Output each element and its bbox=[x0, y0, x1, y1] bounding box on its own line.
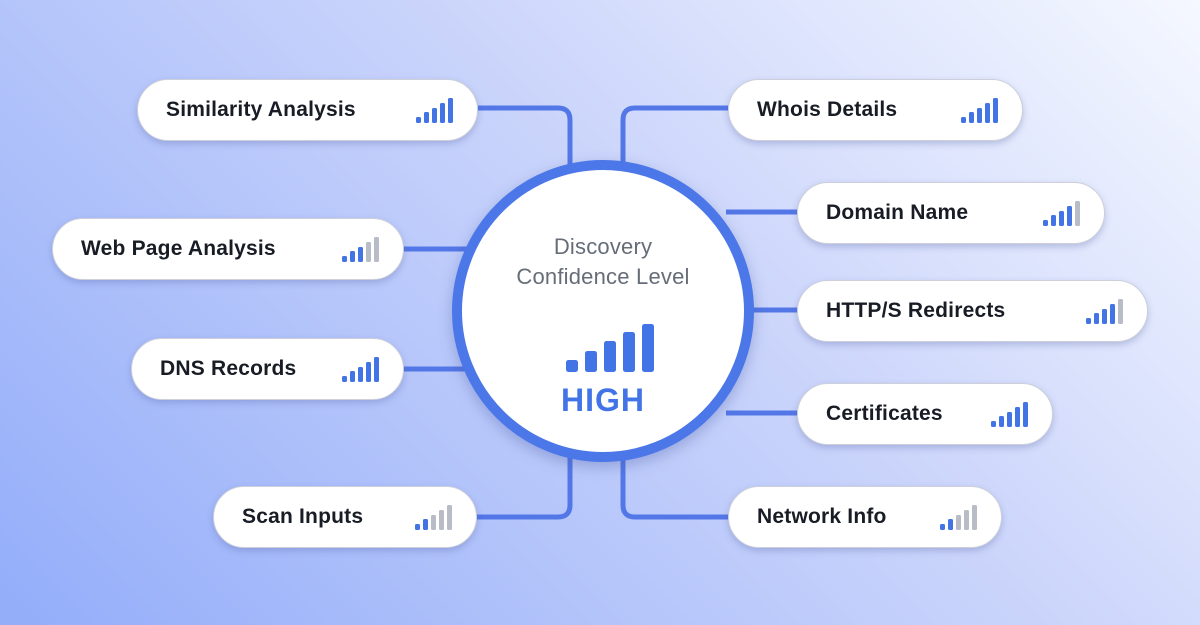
signal-bar-empty bbox=[447, 504, 452, 530]
signal-bar-empty bbox=[366, 241, 371, 262]
signal-strength-icon bbox=[940, 504, 977, 530]
signal-bar-filled bbox=[350, 250, 355, 262]
signal-bar-filled bbox=[448, 97, 453, 123]
signal-bar-filled bbox=[969, 111, 974, 123]
node-label: Similarity Analysis bbox=[166, 98, 356, 121]
signal-bar-empty bbox=[1118, 298, 1123, 324]
signal-bar-filled bbox=[1007, 411, 1012, 427]
signal-strength-icon bbox=[342, 356, 379, 382]
signal-bar-filled bbox=[1015, 406, 1020, 427]
signal-strength-icon bbox=[566, 324, 654, 372]
signal-strength-icon bbox=[415, 504, 452, 530]
node-scan-inputs: Scan Inputs bbox=[213, 486, 477, 548]
node-https-redirects: HTTP/S Redirects bbox=[797, 280, 1148, 342]
signal-bar-filled bbox=[1051, 214, 1056, 226]
node-label: DNS Records bbox=[160, 357, 297, 380]
confidence-level-value: HIGH bbox=[561, 382, 645, 418]
signal-strength-icon bbox=[991, 401, 1028, 427]
signal-bar-empty bbox=[1075, 200, 1080, 226]
signal-bar-empty bbox=[972, 504, 977, 530]
node-whois-details: Whois Details bbox=[728, 79, 1023, 141]
connector-scan-inputs bbox=[477, 445, 573, 520]
signal-bar-empty bbox=[956, 514, 961, 530]
signal-strength-icon bbox=[416, 97, 453, 123]
signal-bar-filled bbox=[604, 341, 616, 372]
node-label: Network Info bbox=[757, 505, 887, 528]
signal-bar-filled bbox=[585, 351, 597, 372]
node-label: Web Page Analysis bbox=[81, 237, 276, 260]
center-title-line1: Discovery bbox=[553, 234, 653, 259]
signal-bar-empty bbox=[374, 236, 379, 262]
signal-bar-filled bbox=[416, 116, 421, 123]
signal-bar-filled bbox=[1110, 303, 1115, 324]
signal-bar-filled bbox=[999, 415, 1004, 427]
signal-strength-icon bbox=[1043, 200, 1080, 226]
signal-bar-filled bbox=[358, 366, 363, 382]
node-label: Scan Inputs bbox=[242, 505, 364, 528]
connector-similarity-analysis bbox=[478, 105, 573, 178]
signal-bar-filled bbox=[374, 356, 379, 382]
signal-bar-filled bbox=[1086, 317, 1091, 324]
signal-bar-filled bbox=[424, 111, 429, 123]
signal-bar-empty bbox=[431, 514, 436, 530]
signal-bar-filled bbox=[350, 370, 355, 382]
center-title: Discovery Confidence Level bbox=[516, 232, 689, 292]
node-domain-name: Domain Name bbox=[797, 182, 1105, 244]
signal-bar-empty bbox=[439, 509, 444, 530]
signal-bar-filled bbox=[342, 255, 347, 262]
signal-bar-filled bbox=[432, 107, 437, 123]
signal-bar-filled bbox=[642, 324, 654, 372]
node-label: Certificates bbox=[826, 402, 943, 425]
connector-whois-details bbox=[620, 105, 728, 178]
signal-bar-filled bbox=[415, 523, 420, 530]
center-title-line2: Confidence Level bbox=[516, 264, 690, 289]
node-similarity-analysis: Similarity Analysis bbox=[137, 79, 478, 141]
node-label: Whois Details bbox=[757, 98, 898, 121]
signal-bar-filled bbox=[440, 102, 445, 123]
node-certificates: Certificates bbox=[797, 383, 1053, 445]
confidence-level-node: Discovery Confidence Level HIGH bbox=[452, 160, 754, 462]
signal-bar-filled bbox=[623, 332, 635, 372]
signal-bar-filled bbox=[1094, 312, 1099, 324]
signal-bar-filled bbox=[1043, 219, 1048, 226]
signal-bar-filled bbox=[985, 102, 990, 123]
signal-bar-empty bbox=[964, 509, 969, 530]
signal-bar-filled bbox=[1067, 205, 1072, 226]
node-label: Domain Name bbox=[826, 201, 969, 224]
node-dns-records: DNS Records bbox=[131, 338, 404, 400]
signal-bar-filled bbox=[940, 523, 945, 530]
signal-bar-filled bbox=[566, 360, 578, 372]
node-label: HTTP/S Redirects bbox=[826, 299, 1006, 322]
signal-bar-filled bbox=[358, 246, 363, 262]
connector-network-info bbox=[620, 445, 728, 520]
signal-bar-filled bbox=[366, 361, 371, 382]
signal-bar-filled bbox=[1023, 401, 1028, 427]
signal-bar-filled bbox=[991, 420, 996, 427]
signal-bar-filled bbox=[948, 518, 953, 530]
signal-bar-filled bbox=[423, 518, 428, 530]
signal-bar-filled bbox=[961, 116, 966, 123]
signal-strength-icon bbox=[342, 236, 379, 262]
signal-strength-icon bbox=[961, 97, 998, 123]
node-network-info: Network Info bbox=[728, 486, 1002, 548]
signal-bar-filled bbox=[1059, 210, 1064, 226]
signal-bar-filled bbox=[1102, 308, 1107, 324]
signal-bar-filled bbox=[342, 375, 347, 382]
node-web-page-analysis: Web Page Analysis bbox=[52, 218, 404, 280]
signal-bar-filled bbox=[977, 107, 982, 123]
signal-strength-icon bbox=[1086, 298, 1123, 324]
signal-bar-filled bbox=[993, 97, 998, 123]
